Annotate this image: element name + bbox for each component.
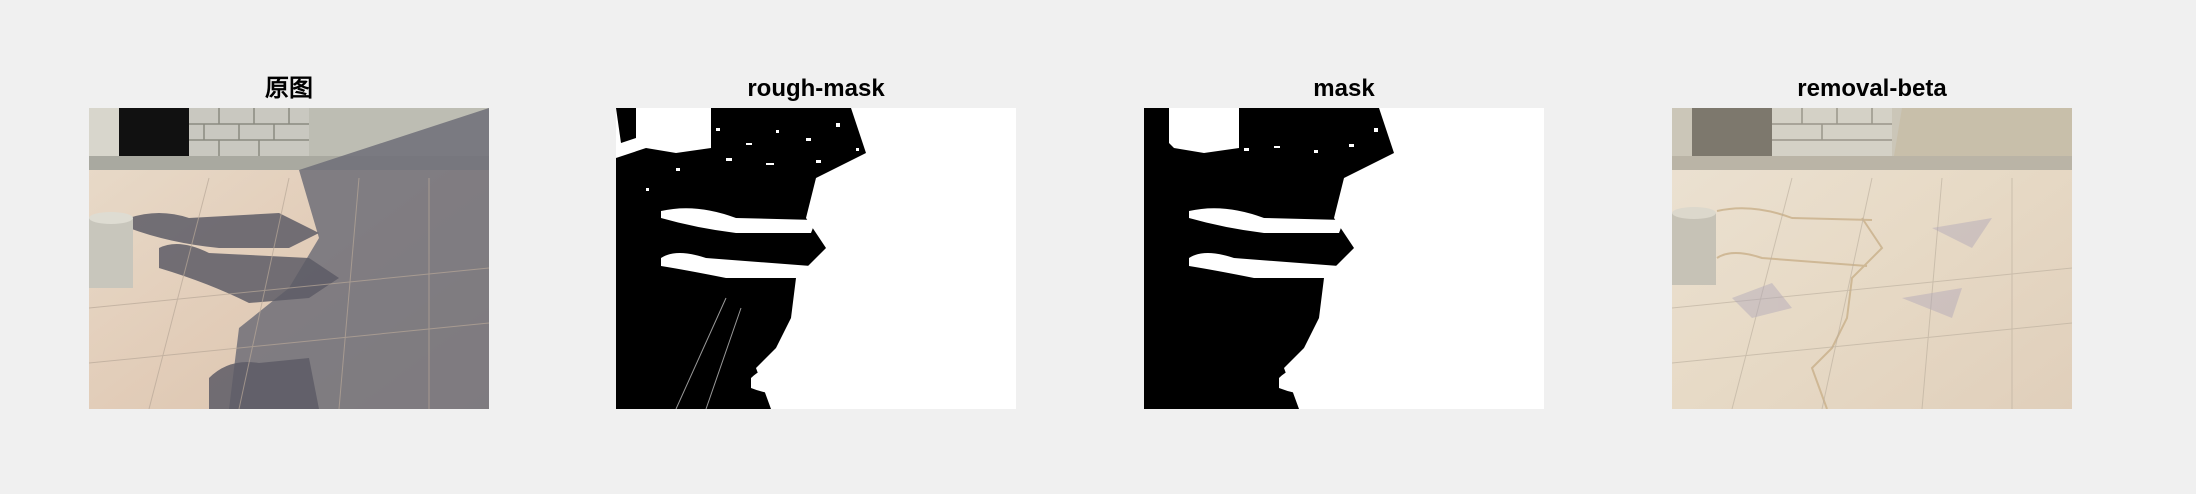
panel-original: 原图 [89,74,489,410]
removal-beta-image [1672,108,2072,409]
panel-mask: mask [1144,74,1544,410]
mask-image [1144,108,1544,409]
panel-title: removal-beta [1797,75,1947,102]
panel-removal-beta: removal-beta [1672,74,2072,410]
rough-mask-image [616,108,1016,409]
panel-title: rough-mask [747,75,885,102]
panel-rough-mask: rough-mask [616,74,1016,410]
panel-title: mask [1313,75,1375,102]
original-photo [89,108,489,409]
panel-title: 原图 [265,75,313,102]
